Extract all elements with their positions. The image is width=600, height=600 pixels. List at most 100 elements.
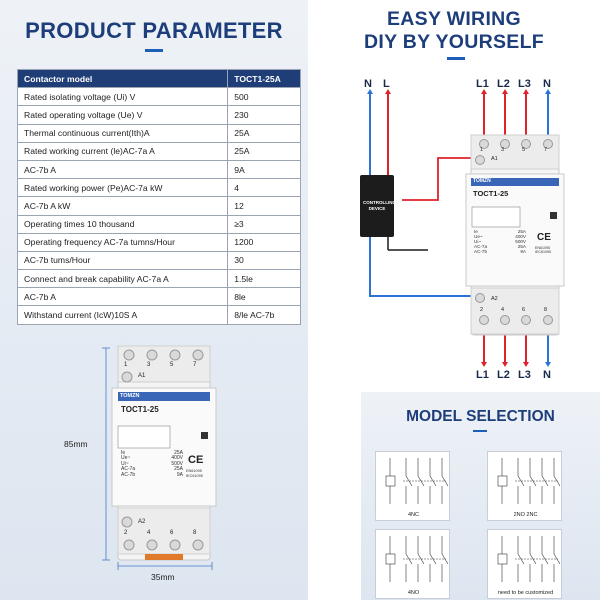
wire-label-l2-bottom: L2 bbox=[497, 369, 510, 381]
model-card-custom[interactable]: need to be customized bbox=[487, 529, 562, 599]
wire-label-n-top: N bbox=[543, 78, 551, 90]
parameter-cell: Withstand current (IcW)10S A bbox=[16, 305, 229, 325]
contact-diagram-custom bbox=[497, 536, 561, 582]
standard-label: EN61095 bbox=[186, 469, 202, 473]
terminal-label: 6 bbox=[522, 307, 526, 313]
terminal-label: 2 bbox=[480, 307, 484, 313]
spec-value: 500V bbox=[171, 460, 183, 467]
contact-diagram-4nc bbox=[385, 458, 449, 504]
standards: EN61095 IEC61095 bbox=[186, 469, 203, 478]
model-card-4no[interactable]: 4NO bbox=[375, 529, 450, 599]
parameter-cell: Connect and break capability AC-7a A bbox=[16, 269, 229, 289]
spec-value: 25A bbox=[517, 229, 526, 234]
parameter-cell: Operating frequency AC-7a tumns/Hour bbox=[16, 232, 229, 252]
value-cell: 1.5le bbox=[227, 269, 301, 289]
terminal-label: 3 bbox=[501, 147, 505, 153]
parameter-cell: Operating times 10 thousand bbox=[16, 214, 229, 234]
parameter-cell: Rated working power (Pe)AC-7a kW bbox=[16, 178, 229, 198]
model-selection-title: MODEL SELECTION bbox=[406, 408, 555, 425]
a1-label: A1 bbox=[138, 373, 146, 379]
parameter-cell: AC-7b A kW bbox=[16, 196, 229, 216]
wire-label-l1-bottom: L1 bbox=[476, 369, 489, 381]
model-card-4nc[interactable]: 4NC bbox=[375, 451, 450, 521]
title-underline bbox=[447, 57, 465, 60]
spec-label: Ie bbox=[474, 229, 478, 234]
terminal-label: 7 bbox=[193, 362, 197, 368]
wire-label-l3-bottom: L3 bbox=[518, 369, 531, 381]
terminal-label: 7 bbox=[544, 147, 548, 153]
parameter-cell: Rated working current (le)AC-7a A bbox=[16, 141, 229, 161]
model-selection-box: MODEL SELECTION 4NC bbox=[361, 392, 600, 600]
parameter-cell: AC-7b tums/Hour bbox=[16, 250, 229, 271]
model-caption: need to be customized bbox=[497, 590, 554, 596]
wire-label-l: L bbox=[383, 78, 390, 90]
spec-label: Ie bbox=[121, 450, 126, 456]
wiring-a1-label: A1 bbox=[491, 156, 498, 162]
parameter-cell: Thermal continuous current(Ith)A bbox=[16, 123, 229, 143]
spec-value: 25A bbox=[174, 450, 183, 456]
title-underline bbox=[145, 49, 163, 52]
value-cell: 230 bbox=[227, 105, 301, 125]
spec-label: AC-7b bbox=[121, 471, 136, 478]
contactor-device-illustration bbox=[102, 345, 217, 570]
spec-label: Ui~ bbox=[121, 460, 129, 467]
product-parameter-title: PRODUCT PARAMETER bbox=[25, 18, 283, 43]
wire-label-n-bottom: N bbox=[543, 369, 551, 381]
a2-label: A2 bbox=[138, 519, 146, 525]
terminal-label: 5 bbox=[522, 147, 526, 153]
terminal-label: 4 bbox=[501, 307, 505, 313]
height-dimension-label: 85mm bbox=[64, 439, 88, 449]
easy-wiring-title: EASY WIRING bbox=[386, 8, 522, 30]
value-cell: 25A bbox=[227, 141, 301, 161]
wire-label-l2-top: L2 bbox=[497, 78, 510, 90]
model-title-underline bbox=[473, 430, 487, 432]
value-cell: 4 bbox=[227, 178, 301, 198]
header-parameter-cell: Contactor model bbox=[16, 68, 229, 89]
contact-diagram-4no bbox=[385, 536, 449, 582]
spec-label: Ui~ bbox=[474, 239, 482, 244]
model-caption: 4NC bbox=[407, 512, 419, 518]
wiring-ce-mark: CE bbox=[537, 232, 551, 243]
wire-label-l3-top: L3 bbox=[518, 78, 531, 90]
value-cell: 500 bbox=[227, 87, 301, 107]
spec-value: 400V bbox=[515, 234, 526, 239]
spec-value: 500V bbox=[515, 239, 526, 244]
spec-label: Ue~ bbox=[474, 234, 483, 239]
wire-label-l1-top: L1 bbox=[476, 78, 489, 90]
easy-wiring-panel: EASY WIRING DIY BY YOURSELF bbox=[308, 0, 600, 600]
value-cell: ≥3 bbox=[227, 214, 301, 234]
terminal-label: 3 bbox=[147, 362, 151, 368]
model-caption: 4NO bbox=[407, 590, 420, 596]
brand-label: TOMZN bbox=[120, 393, 140, 399]
spec-value: 400V bbox=[171, 455, 183, 462]
parameter-cell: Rated isolating voltage (Ui) V bbox=[16, 87, 229, 107]
spec-value: 9A bbox=[520, 249, 526, 254]
model-card-2no-2nc[interactable]: 2NO 2NC bbox=[487, 451, 562, 521]
width-dimension-label: 35mm bbox=[151, 572, 175, 582]
value-cell: 1200 bbox=[227, 232, 301, 252]
value-cell: 12 bbox=[227, 196, 301, 216]
terminal-label: 2 bbox=[124, 530, 128, 536]
diy-title: DIY BY YOURSELF bbox=[363, 31, 545, 53]
wiring-brand-label: TOMZN bbox=[473, 178, 491, 184]
spec-label: AC-7a bbox=[474, 244, 488, 249]
value-cell: 30 bbox=[227, 250, 301, 271]
spec-value: 9A bbox=[176, 471, 183, 478]
value-cell: 9A bbox=[227, 159, 301, 180]
parameter-cell: AC-7b A bbox=[16, 287, 229, 307]
wiring-diagram bbox=[360, 89, 565, 367]
spec-value: 25A bbox=[517, 244, 526, 249]
model-label: TOCT1-25 bbox=[121, 405, 159, 414]
